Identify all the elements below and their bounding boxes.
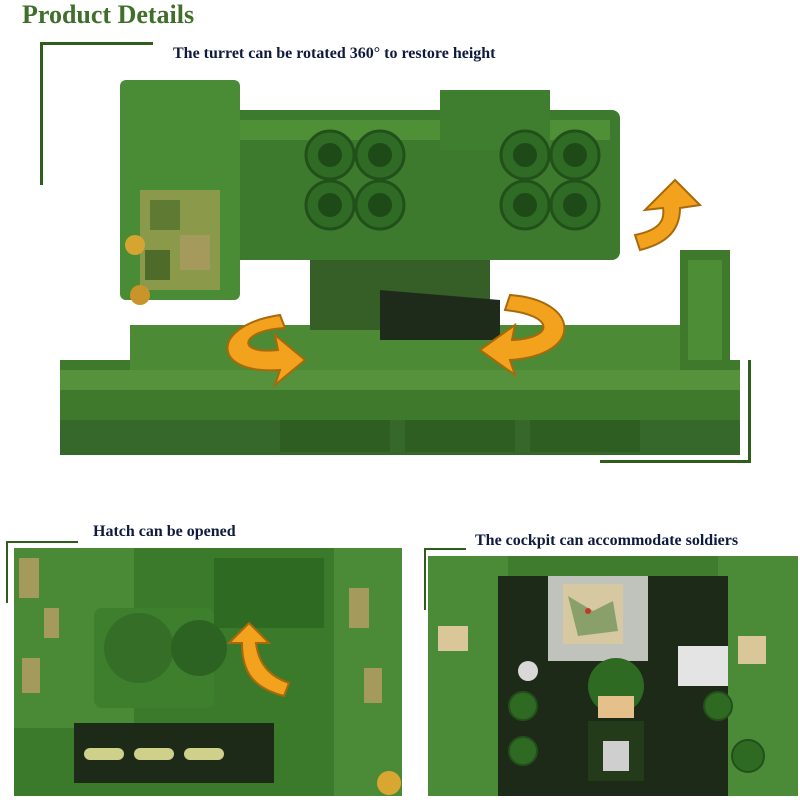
- up-arrow-icon: [226, 621, 291, 698]
- corner-bracket: [6, 541, 78, 603]
- corner-bracket: [600, 360, 751, 463]
- hatch-photo: [14, 548, 402, 796]
- up-arrow-icon: [633, 178, 703, 252]
- turret-caption: The turret can be rotated 360° to restor…: [170, 45, 499, 63]
- turret-photo: [60, 70, 740, 455]
- corner-bracket: [40, 42, 153, 185]
- cockpit-photo: [428, 556, 798, 796]
- rotate-arrow-icon: [226, 293, 566, 389]
- page-title: Product Details: [22, 0, 195, 29]
- hatch-caption: Hatch can be opened: [90, 523, 239, 541]
- corner-bracket: [424, 548, 466, 610]
- cockpit-caption: The cockpit can accommodate soldiers: [472, 532, 742, 550]
